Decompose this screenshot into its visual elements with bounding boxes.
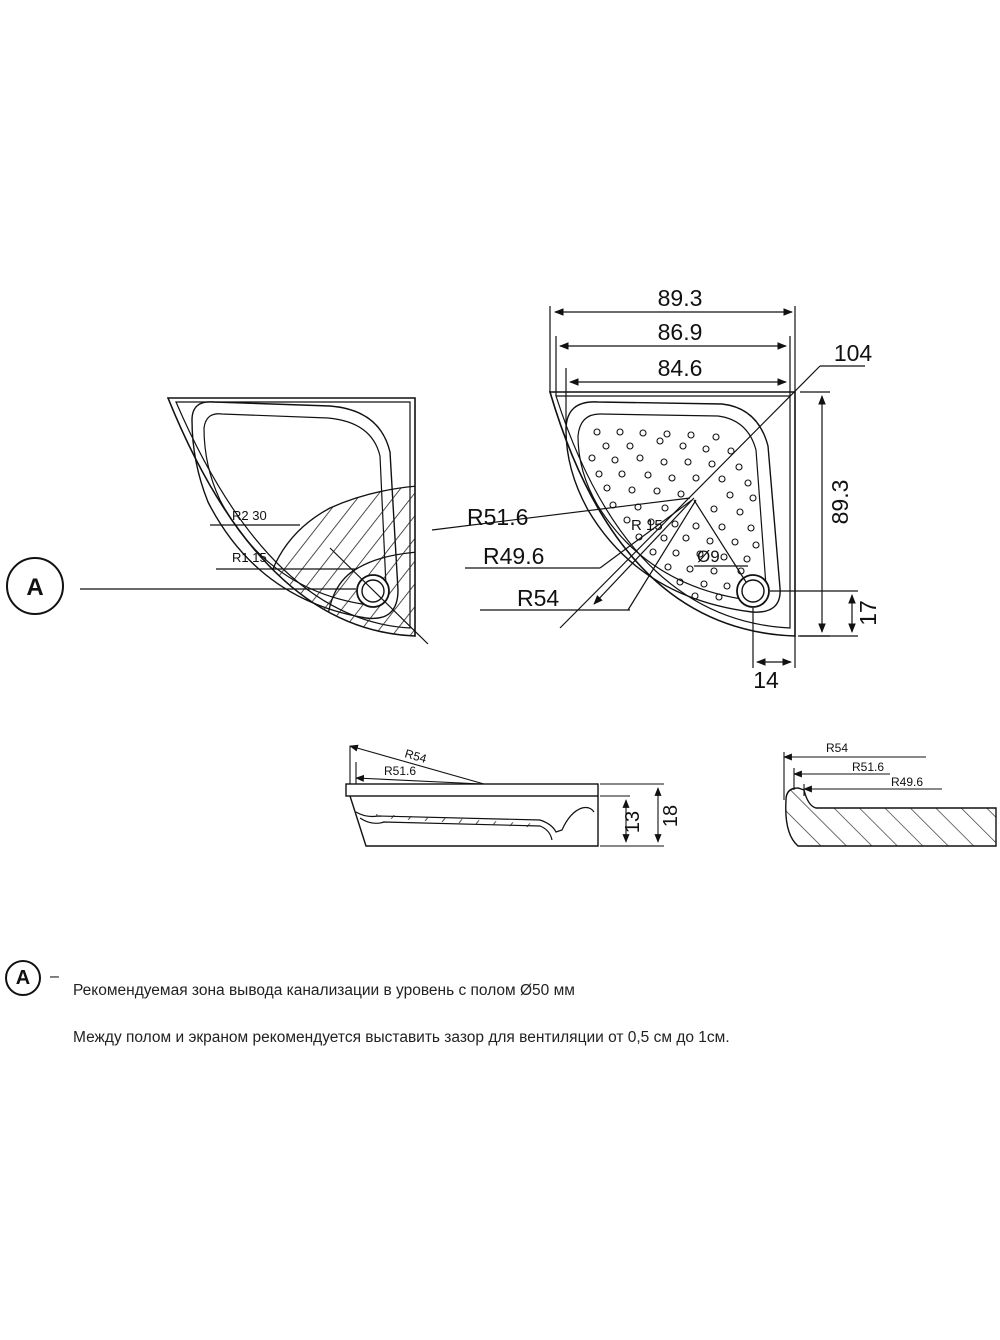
label-r230: R2 30 [232, 508, 267, 523]
svg-text:A: A [26, 574, 43, 601]
section-h13: 13 [622, 811, 644, 833]
note-drain-zone: Рекомендуемая зона вывода канализации в … [73, 982, 575, 999]
detail-r516: R51.6 [852, 760, 884, 774]
dim-diagonal: 104 [834, 340, 873, 366]
note-ventilation-gap: Между полом и экраном рекомендуется выст… [73, 1029, 730, 1046]
drain-inner [361, 579, 385, 603]
section-view [345, 744, 664, 847]
dim-r15: R 15 [631, 517, 663, 534]
legend-dash: – [50, 968, 59, 985]
dim-drain: Ø9 [697, 547, 720, 566]
drain-inner [741, 579, 765, 603]
dim-height: 89.3 [827, 480, 853, 525]
dim-drain-x: 14 [753, 667, 779, 693]
tray-outline [548, 391, 796, 637]
dim-r54: R54 [517, 585, 559, 611]
perforation-dots [588, 428, 760, 601]
dim-r496: R49.6 [483, 543, 544, 569]
dim-drain-y: 17 [855, 600, 881, 626]
detail-r496: R49.6 [891, 775, 923, 789]
section-r54: R54 [403, 746, 428, 766]
detail-view [783, 752, 997, 847]
dim-width-mid: 86.9 [658, 319, 703, 345]
label-r115: R1 15 [232, 550, 267, 565]
zone-marker-a: A [6, 557, 64, 615]
dim-width-outer: 89.3 [658, 285, 703, 311]
drain-zone-hatch [262, 486, 415, 636]
legend-marker-a: A [5, 960, 41, 996]
tray-basin [565, 401, 781, 613]
section-h18: 18 [660, 805, 682, 827]
section-r516: R51.6 [384, 764, 416, 778]
legend: A – Рекомендуемая зона вывода канализаци… [0, 960, 1000, 1080]
plan-view-right [431, 306, 865, 668]
dim-width-inner: 84.6 [658, 355, 703, 381]
dim-r516: R51.6 [467, 504, 528, 530]
detail-r54: R54 [826, 741, 848, 755]
